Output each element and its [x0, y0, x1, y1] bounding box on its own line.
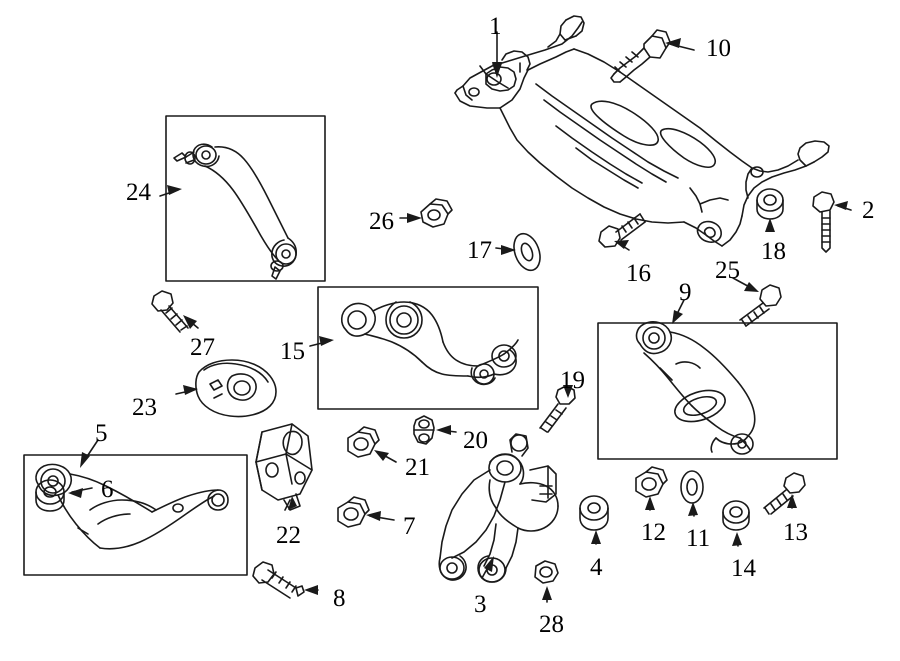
- callout-21: 21: [405, 454, 430, 481]
- callout-17: 17: [467, 237, 492, 264]
- callout-25: 25: [715, 257, 740, 284]
- part-14-bushing: [722, 500, 750, 531]
- part-22-bracket: [255, 423, 313, 511]
- part-18-bushing: [756, 188, 784, 220]
- callout-15: 15: [280, 338, 305, 365]
- part-4-bushing: [579, 495, 609, 531]
- callout-12: 12: [641, 519, 666, 546]
- part-13-bolt: [763, 472, 806, 515]
- part-5-arm: [35, 463, 229, 550]
- part-2-bolt: [812, 191, 835, 253]
- callout-16: 16: [626, 260, 651, 287]
- part-9-arm: [635, 321, 756, 455]
- callout-10: 10: [706, 35, 731, 62]
- callout-5: 5: [95, 420, 108, 447]
- callout-23: 23: [132, 394, 157, 421]
- part-24-link: [173, 143, 297, 280]
- callout-9: 9: [679, 279, 692, 306]
- callout-13: 13: [783, 519, 808, 546]
- callout-2: 2: [862, 197, 875, 224]
- box-15: [317, 286, 539, 410]
- callout-18: 18: [761, 238, 786, 265]
- part-1-subframe: [454, 15, 830, 247]
- part-20-clip: [413, 415, 435, 445]
- callout-4: 4: [590, 554, 603, 581]
- part-16-bolt: [598, 213, 646, 248]
- box-9: [597, 322, 838, 460]
- callout-11: 11: [686, 525, 711, 552]
- box-5: [23, 454, 248, 576]
- callout-1: 1: [489, 13, 502, 40]
- part-25-bolt: [739, 284, 782, 327]
- callout-7: 7: [403, 513, 416, 540]
- callout-27: 27: [190, 334, 215, 361]
- part-10-bolt: [610, 29, 671, 83]
- part-6-bushing: [35, 479, 65, 512]
- box-24: [165, 115, 326, 282]
- callout-19: 19: [560, 367, 585, 394]
- callout-6: 6: [101, 476, 114, 503]
- leader-22: [284, 499, 291, 511]
- part-11-washer: [680, 470, 704, 504]
- part-7-nut: [337, 496, 370, 528]
- part-19-bolt: [539, 385, 576, 433]
- callout-26: 26: [369, 208, 394, 235]
- callout-3: 3: [474, 591, 487, 618]
- part-8-bolt: [252, 561, 305, 599]
- callout-24: 24: [126, 179, 151, 206]
- callout-28: 28: [539, 611, 564, 638]
- part-15-arm: [340, 301, 519, 386]
- callout-20: 20: [463, 427, 488, 454]
- callout-8: 8: [333, 585, 346, 612]
- callout-22: 22: [276, 522, 301, 549]
- part-26-nut: [420, 198, 453, 228]
- callout-14: 14: [731, 555, 756, 582]
- part-21-nut: [347, 426, 380, 458]
- part-27-bolt: [151, 290, 189, 333]
- part-17-washer: [513, 232, 541, 272]
- part-23-mount: [195, 359, 277, 418]
- part-28-nut: [534, 560, 559, 584]
- part-12-nut: [635, 466, 668, 498]
- part-3-knuckle: [438, 433, 559, 583]
